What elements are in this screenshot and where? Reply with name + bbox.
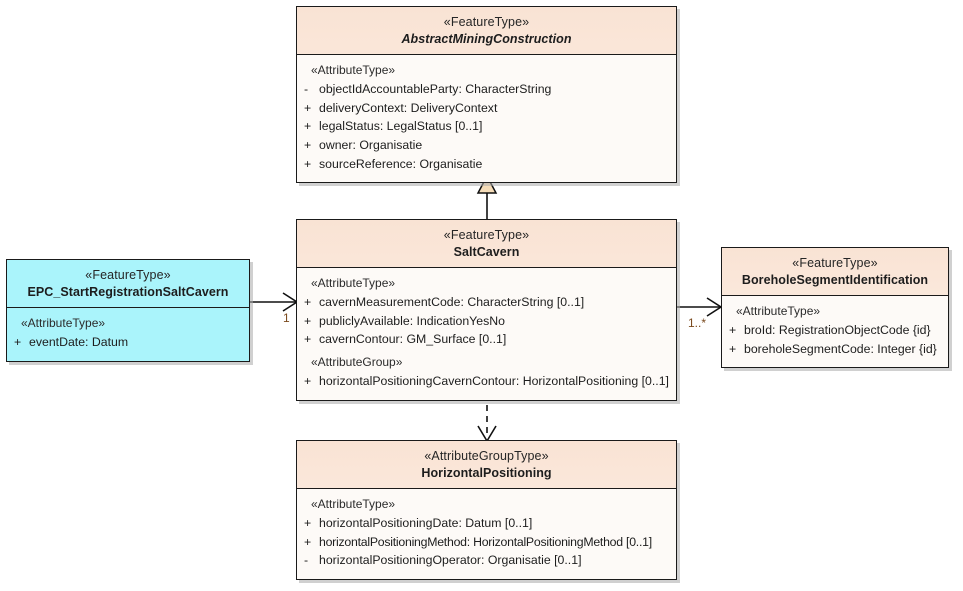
visibility-marker: + xyxy=(729,323,737,337)
attribute-row: + horizontalPositioningMethod: Horizonta… xyxy=(297,533,676,552)
dependency-saltcavern-to-horizontalpositioning[interactable] xyxy=(477,394,497,443)
visibility-marker: + xyxy=(729,341,737,356)
association-epc-to-saltcavern[interactable] xyxy=(250,292,299,312)
attribute-signature: cavernMeasurementCode: CharacterString [… xyxy=(319,295,585,309)
visibility-marker: + xyxy=(304,313,312,328)
attribute-signature: owner: Organisatie xyxy=(319,138,423,153)
visibility-marker: + xyxy=(304,534,312,549)
attribute-group-label: «AttributeGroup» xyxy=(311,355,403,370)
class-saltcavern[interactable]: «FeatureType» SaltCavern «AttributeType»… xyxy=(296,219,677,401)
visibility-marker: + xyxy=(304,119,312,134)
class-header: «FeatureType» AbstractMiningConstruction xyxy=(297,7,676,55)
attribute-signature: boreholeSegmentCode: Integer {id} xyxy=(744,341,937,356)
attribute-signature: cavernContour: GM_Surface [0..1] xyxy=(319,332,507,347)
visibility-marker: + xyxy=(304,374,312,389)
class-stereotype: «AttributeGroupType» xyxy=(424,449,549,463)
class-header: «FeatureType» BoreholeSegmentIdentificat… xyxy=(722,248,948,296)
visibility-marker: - xyxy=(304,553,309,568)
attribute-signature: legalStatus: LegalStatus [0..1] xyxy=(319,119,483,134)
attribute-row: + boreholeSegmentCode: Integer {id} xyxy=(722,340,948,359)
visibility-marker: + xyxy=(304,295,312,309)
attribute-group-label: «AttributeType» xyxy=(311,63,396,77)
class-header: «FeatureType» SaltCavern xyxy=(297,220,676,268)
class-header: «FeatureType» EPC_StartRegistrationSaltC… xyxy=(7,260,249,308)
attribute-row: + cavernContour: GM_Surface [0..1] xyxy=(297,330,676,349)
attribute-row: + sourceReference: Organisatie xyxy=(297,155,676,174)
visibility-marker: - xyxy=(304,82,309,96)
attribute-row: + cavernMeasurementCode: CharacterString… xyxy=(297,293,676,312)
class-abstractminingconstruction[interactable]: «FeatureType» AbstractMiningConstruction… xyxy=(296,6,677,184)
visibility-marker: + xyxy=(304,332,312,347)
attribute-group-label: «AttributeType» xyxy=(311,276,396,290)
association-saltcavern-to-boreholesegmentidentification[interactable] xyxy=(676,297,723,317)
attributes-compartment: «AttributeType» + horizontalPositioningD… xyxy=(297,489,676,580)
class-epc-startregistrationsaltcavern[interactable]: «FeatureType» EPC_StartRegistrationSaltC… xyxy=(6,259,250,362)
attributes-compartment: «AttributeType» + cavernMeasurementCode:… xyxy=(297,268,676,400)
multiplicity-saltcavern-to-borehole: 1..* xyxy=(688,316,707,330)
class-stereotype: «FeatureType» xyxy=(85,268,171,282)
attribute-row: + legalStatus: LegalStatus [0..1] xyxy=(297,117,676,136)
visibility-marker: + xyxy=(304,138,312,153)
attribute-row: + owner: Organisatie xyxy=(297,136,676,155)
class-name: SaltCavern xyxy=(453,244,520,259)
visibility-marker: + xyxy=(14,335,22,349)
visibility-marker: + xyxy=(304,516,312,530)
class-boreholesegmentidentification[interactable]: «FeatureType» BoreholeSegmentIdentificat… xyxy=(721,247,949,369)
attribute-signature: broId: RegistrationObjectCode {id} xyxy=(744,323,931,337)
class-stereotype: «FeatureType» xyxy=(792,256,878,270)
attribute-signature: eventDate: Datum xyxy=(29,335,129,349)
attribute-row: + eventDate: Datum xyxy=(7,333,249,352)
class-name: EPC_StartRegistrationSaltCavern xyxy=(27,284,229,299)
attribute-signature: horizontalPositioningMethod: HorizontalP… xyxy=(319,534,652,549)
class-name: HorizontalPositioning xyxy=(421,465,552,480)
class-horizontalpositioning[interactable]: «AttributeGroupType» HorizontalPositioni… xyxy=(296,440,677,581)
attribute-group-label: «AttributeType» xyxy=(21,316,106,330)
attributes-compartment: «AttributeType» - objectIdAccountablePar… xyxy=(297,55,676,183)
attribute-signature: objectIdAccountableParty: CharacterStrin… xyxy=(319,82,552,96)
attribute-signature: publiclyAvailable: IndicationYesNo xyxy=(319,313,505,328)
attributes-compartment: «AttributeType» + broId: RegistrationObj… xyxy=(722,296,948,368)
attribute-row: + publiclyAvailable: IndicationYesNo xyxy=(297,312,676,331)
attribute-group-label: «AttributeType» xyxy=(311,497,396,511)
visibility-marker: + xyxy=(304,100,312,115)
class-stereotype: «FeatureType» xyxy=(443,15,530,29)
attribute-row: + horizontalPositioningCavernContour: Ho… xyxy=(297,372,676,391)
visibility-marker: + xyxy=(304,156,312,171)
class-header: «AttributeGroupType» HorizontalPositioni… xyxy=(297,441,676,489)
class-name: AbstractMiningConstruction xyxy=(401,31,572,46)
attributes-compartment: «AttributeType» + eventDate: Datum xyxy=(7,308,249,361)
attribute-signature: horizontalPositioningDate: Datum [0..1] xyxy=(319,516,533,530)
attribute-row: - objectIdAccountableParty: CharacterStr… xyxy=(297,80,676,99)
attribute-signature: sourceReference: Organisatie xyxy=(319,156,483,171)
attribute-signature: horizontalPositioningCavernContour: Hori… xyxy=(319,374,669,389)
attribute-signature: deliveryContext: DeliveryContext xyxy=(319,100,498,115)
multiplicity-epc-to-saltcavern: 1 xyxy=(283,311,290,325)
class-stereotype: «FeatureType» xyxy=(443,228,530,242)
attribute-row: - horizontalPositioningOperator: Organis… xyxy=(297,551,676,570)
attribute-group-label: «AttributeType» xyxy=(736,304,821,318)
class-name: BoreholeSegmentIdentification xyxy=(741,272,929,287)
attribute-row: + broId: RegistrationObjectCode {id} xyxy=(722,321,948,340)
attribute-row: + deliveryContext: DeliveryContext xyxy=(297,99,676,118)
attribute-row: + horizontalPositioningDate: Datum [0..1… xyxy=(297,514,676,533)
attribute-signature: horizontalPositioningOperator: Organisat… xyxy=(319,553,582,568)
